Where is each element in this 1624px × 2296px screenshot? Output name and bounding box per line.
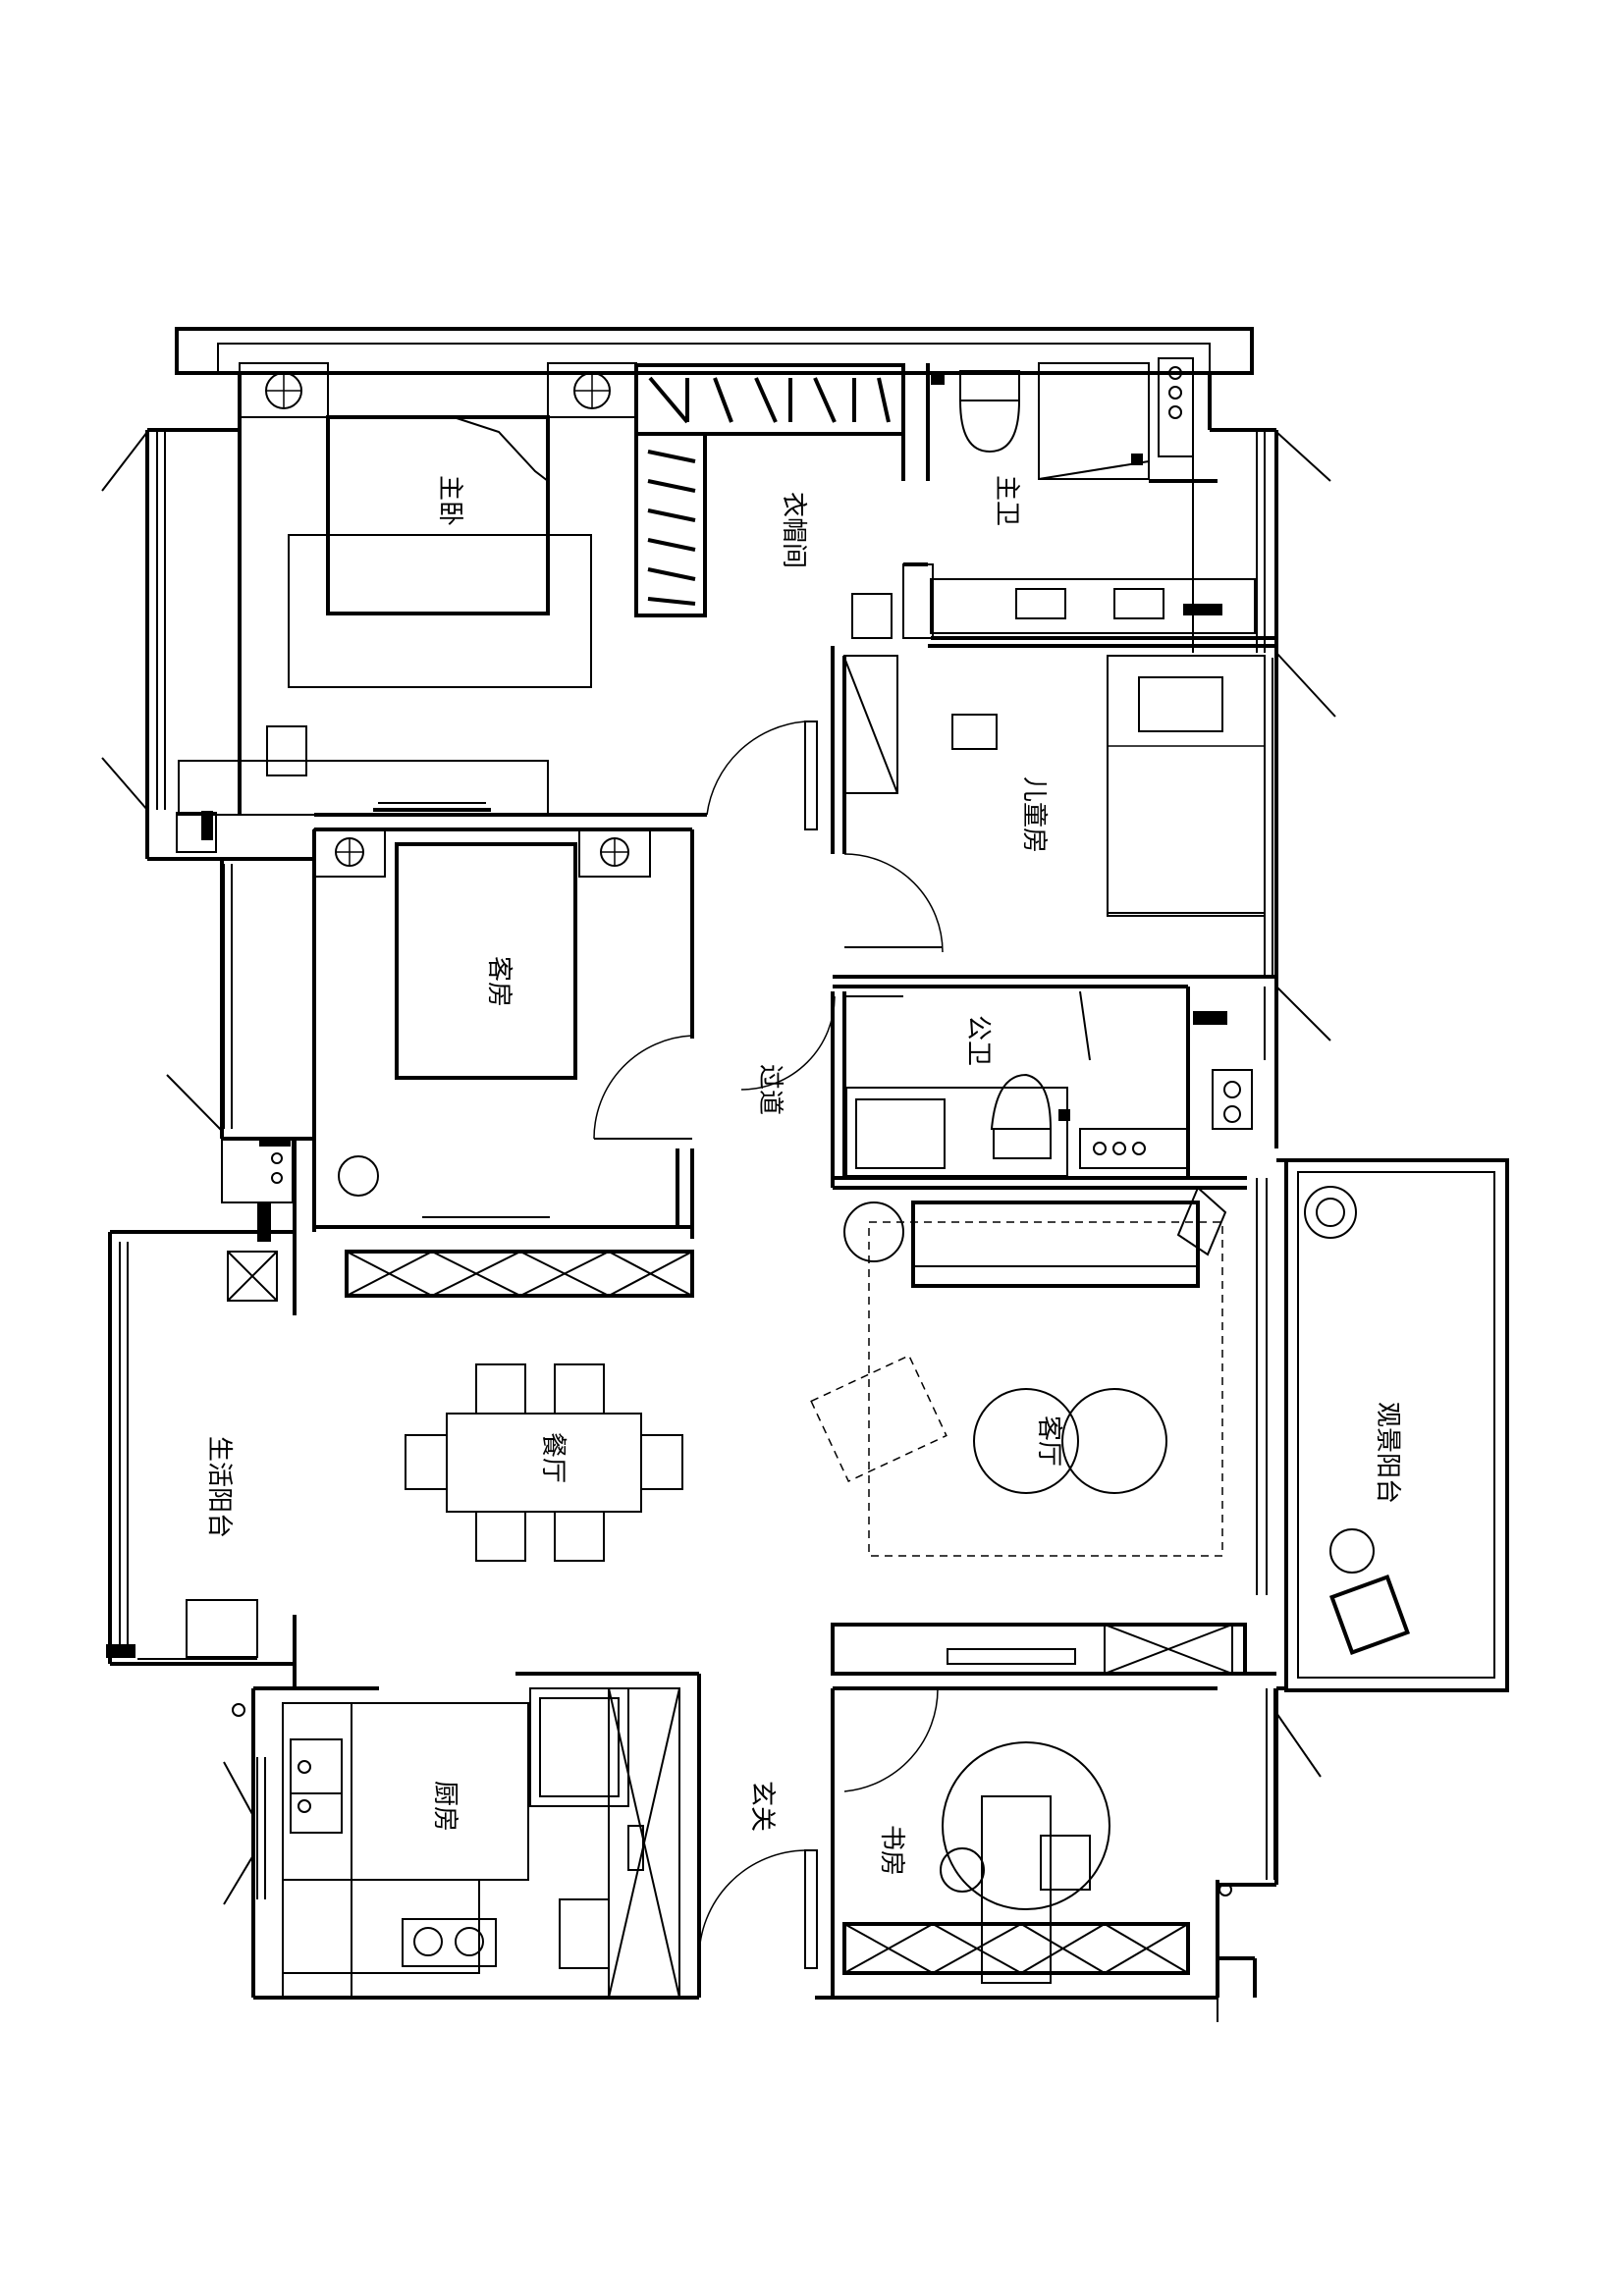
label-public-bath: 公卫 bbox=[963, 1015, 993, 1066]
windows-left bbox=[101, 431, 266, 1905]
windows-right bbox=[1256, 431, 1336, 1880]
label-living-room: 客厅 bbox=[1034, 1415, 1063, 1467]
view-balcony-area bbox=[1276, 1158, 1509, 1692]
public-bath-area bbox=[831, 987, 1253, 1188]
kitchen-area bbox=[232, 1672, 699, 1999]
label-utility-balcony: 生活阳台 bbox=[204, 1436, 234, 1538]
study-area bbox=[831, 1688, 1232, 2022]
label-corridor: 过道 bbox=[755, 1064, 785, 1115]
label-kids-room: 儿童房 bbox=[1019, 776, 1049, 853]
living-room-area bbox=[810, 1178, 1276, 1690]
master-bath-area bbox=[851, 357, 1276, 653]
label-master-bedroom: 主卧 bbox=[435, 475, 464, 526]
doors bbox=[593, 721, 944, 1969]
label-guest-room: 客房 bbox=[484, 956, 514, 1007]
label-study: 书房 bbox=[877, 1825, 906, 1876]
utility-balcony-area bbox=[106, 1251, 278, 1660]
label-view-balcony: 观景阳台 bbox=[1373, 1402, 1402, 1504]
kids-room-area bbox=[831, 646, 1276, 988]
room-labels: 主卧 衣帽间 主卫 儿童房 客房 公卫 过道 客厅 餐厅 生活阳台 观景阳台 厨… bbox=[204, 475, 1402, 1876]
dining-room-area bbox=[345, 1250, 694, 1562]
label-master-bath: 主卫 bbox=[992, 475, 1021, 526]
label-kitchen: 厨房 bbox=[430, 1781, 460, 1832]
label-dining-room: 餐厅 bbox=[538, 1432, 568, 1483]
guest-room-area bbox=[221, 828, 694, 1242]
label-entrance: 玄关 bbox=[747, 1781, 777, 1832]
cloakroom-wardrobe bbox=[634, 363, 905, 617]
label-cloakroom: 衣帽间 bbox=[779, 492, 808, 568]
master-bedroom-area bbox=[176, 362, 707, 853]
